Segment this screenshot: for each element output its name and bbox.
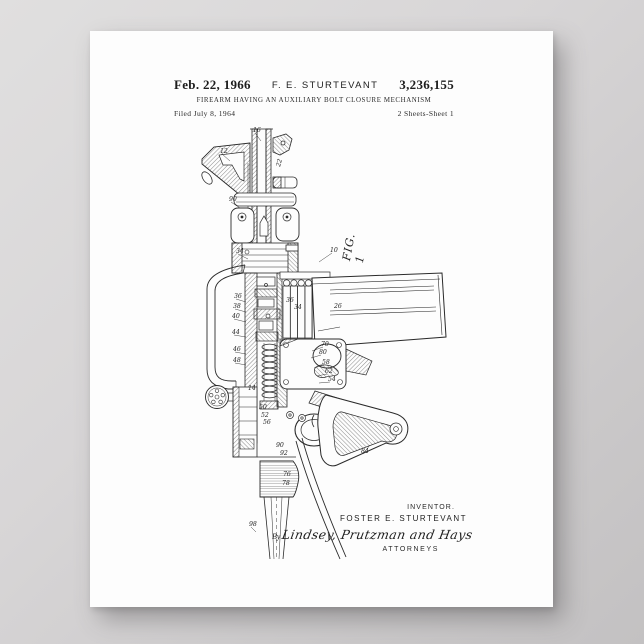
reference-numeral: 26 bbox=[333, 303, 342, 310]
reference-numeral: 62 bbox=[325, 368, 333, 375]
reference-numeral: 48 bbox=[232, 357, 241, 364]
patent-poster-sheet: Feb. 22, 1966 F. E. STURTEVANT 3,236,155… bbox=[90, 31, 553, 607]
reference-numeral: 16 bbox=[253, 127, 261, 134]
carrying-handle bbox=[207, 265, 245, 389]
slip-ring bbox=[234, 193, 296, 206]
signature-script: Lindsey, Prutzman and Hays bbox=[281, 527, 474, 542]
reference-numeral: 78 bbox=[282, 480, 290, 487]
attorneys-caption: ATTORNEYS bbox=[382, 546, 439, 553]
takedown-pins bbox=[287, 412, 306, 422]
reference-numeral: 38 bbox=[233, 303, 241, 310]
reference-numeral: 56 bbox=[263, 419, 271, 426]
reference-numeral: 14 bbox=[248, 385, 256, 392]
reference-numeral: 84 bbox=[361, 448, 369, 455]
reference-numeral: 12 bbox=[220, 148, 228, 155]
action-spring bbox=[260, 343, 278, 409]
buffer-housing bbox=[233, 387, 257, 457]
reference-numeral: 90 bbox=[276, 442, 284, 449]
by-label: By bbox=[272, 532, 280, 541]
reference-numeral: 22 bbox=[275, 158, 284, 168]
inventor-caption: INVENTOR. bbox=[407, 504, 455, 511]
attorney-signature: By Lindsey, Prutzman and Hays bbox=[272, 527, 473, 542]
pistol-grip bbox=[318, 395, 408, 466]
reference-numeral: 36 bbox=[286, 297, 294, 304]
reference-numeral: 90 bbox=[229, 196, 237, 203]
reference-numeral: 10 bbox=[330, 247, 338, 254]
reference-numeral: 80 bbox=[319, 349, 327, 356]
reference-numeral: 70 bbox=[321, 341, 329, 348]
reference-numeral: 76 bbox=[283, 471, 291, 478]
reference-numeral: 50 bbox=[259, 404, 267, 411]
handguard bbox=[231, 208, 299, 243]
leader-line bbox=[319, 253, 332, 262]
reference-numeral: 44 bbox=[231, 329, 240, 336]
reference-numeral: 98 bbox=[249, 521, 257, 528]
reference-numeral: 40 bbox=[231, 313, 240, 320]
reference-numeral: 92 bbox=[280, 450, 288, 457]
reference-numeral: 54 bbox=[328, 376, 336, 383]
reference-numeral: 34 bbox=[294, 304, 302, 311]
patent-drawing: 1622129034363840444648143634261070805862… bbox=[90, 31, 553, 607]
bolt-mechanism bbox=[254, 277, 280, 341]
buttstock bbox=[257, 457, 299, 559]
reference-numeral: 52 bbox=[261, 412, 269, 419]
reference-numeral: 46 bbox=[232, 346, 241, 353]
reference-numeral: 58 bbox=[322, 359, 330, 366]
reference-numeral: 34 bbox=[236, 248, 244, 255]
reference-numeral: 36 bbox=[234, 293, 242, 300]
inventor-name: FOSTER E. STURTEVANT bbox=[340, 514, 467, 523]
